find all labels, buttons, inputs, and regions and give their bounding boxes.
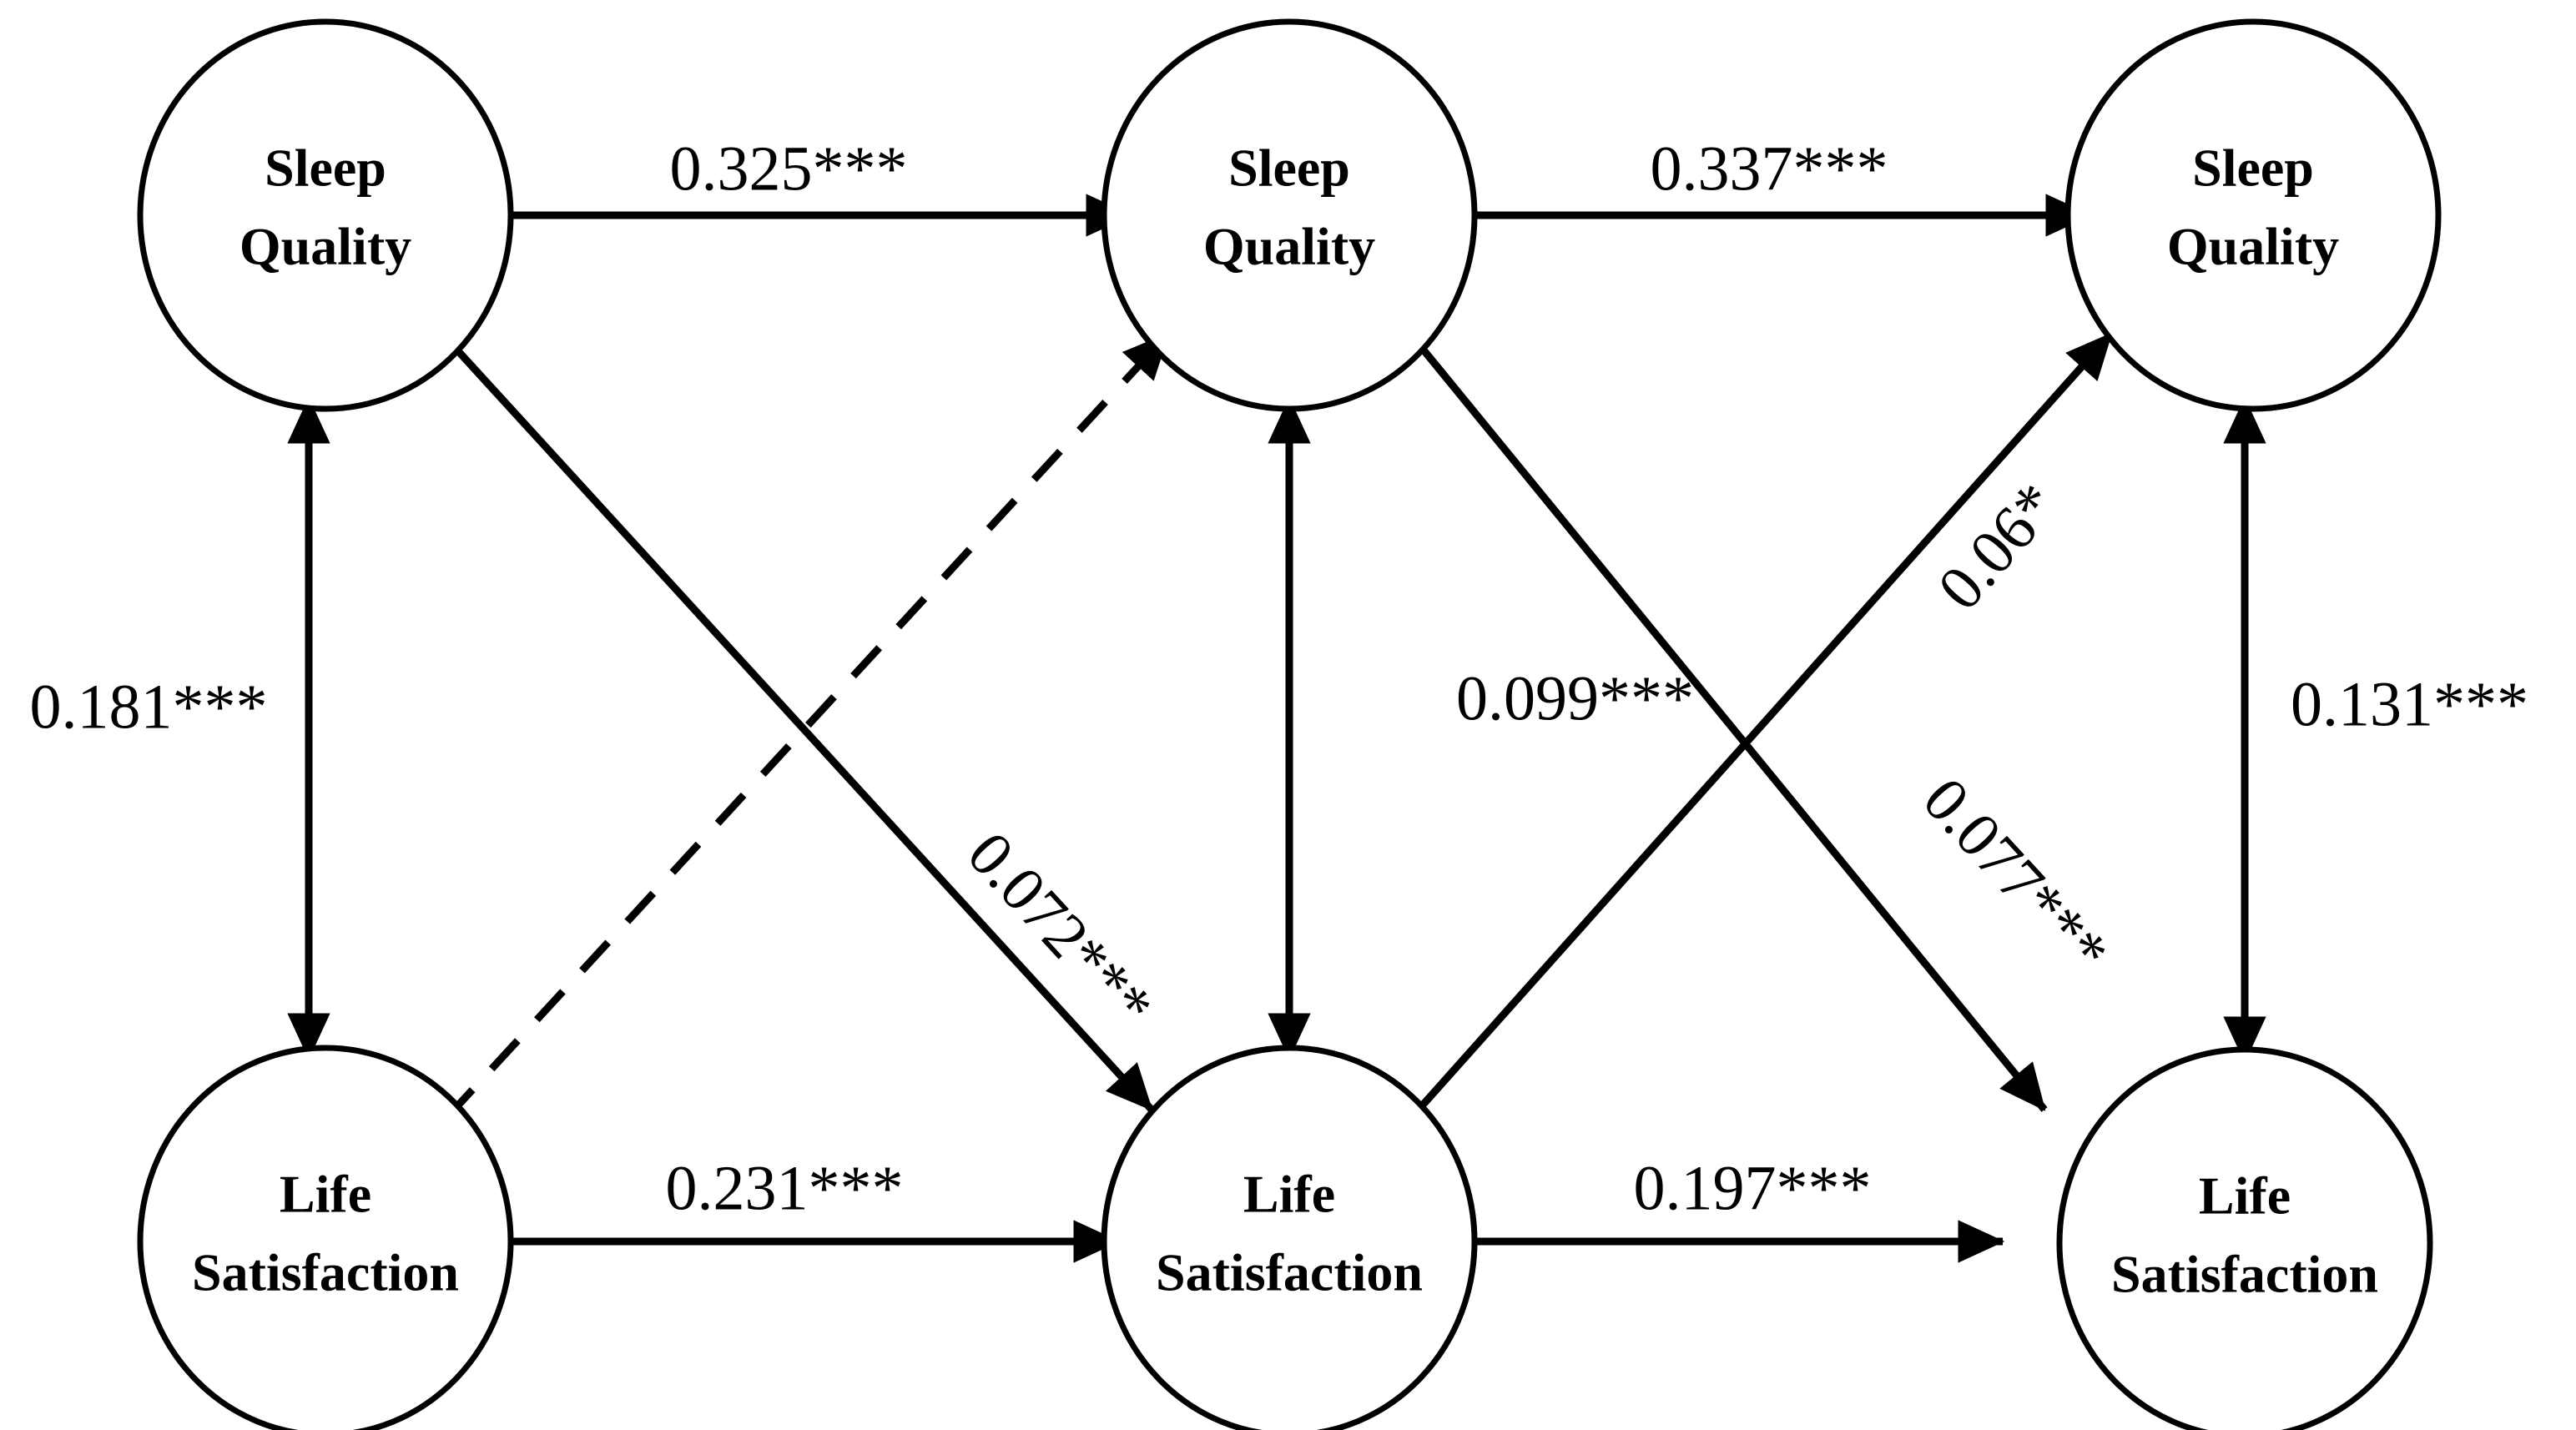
edge-label-ls-t1-to-ls-t2: 0.231*** (666, 1153, 904, 1223)
node-label-line2: Satisfaction (192, 1243, 459, 1302)
node-life-satisfaction-t3[interactable]: Life Satisfaction (2056, 1046, 2433, 1430)
edge-label-ls-t2-to-ls-t3: 0.197*** (1634, 1153, 1872, 1223)
node-label-line2: Quality (1203, 217, 1375, 276)
node-label-line2: Quality (2167, 217, 2339, 276)
edge-sq-t1-to-ls-t2 (439, 330, 1155, 1113)
edge-label-sq-t3-corr-ls-t3: 0.131*** (2291, 669, 2528, 739)
node-sleep-quality-t1[interactable]: Sleep Quality (137, 18, 514, 412)
node-label-line1: Life (2199, 1166, 2291, 1226)
edge-label-sq-t2-to-sq-t3: 0.337*** (1651, 133, 1888, 204)
node-label-line2: Quality (239, 217, 411, 276)
node-ellipse (2056, 1046, 2433, 1430)
node-label-line1: Sleep (265, 138, 386, 198)
node-ellipse (2064, 18, 2442, 412)
node-label-line1: Life (280, 1165, 371, 1224)
edge-label-ls-t2-to-sq-t3: 0.06* (1924, 470, 2071, 623)
node-label-line1: Sleep (1228, 138, 1350, 198)
edge-label-sq-t2-corr-ls-t2: 0.099*** (1456, 663, 1694, 733)
edge-sq-t2-to-ls-t3 (1407, 331, 2048, 1112)
node-label-line1: Life (1243, 1165, 1335, 1224)
node-ellipse (137, 18, 514, 412)
node-label-line2: Satisfaction (1156, 1243, 1423, 1302)
edge-ls-t2-to-sq-t3 (1415, 331, 2115, 1112)
node-ellipse (1101, 18, 1478, 412)
node-label-line2: Satisfaction (2111, 1245, 2378, 1304)
node-life-satisfaction-t1[interactable]: Life Satisfaction (137, 1045, 514, 1430)
edge-ls-t1-to-sq-t2-dashed (443, 330, 1172, 1121)
node-ellipse (1101, 1045, 1478, 1430)
node-sleep-quality-t3[interactable]: Sleep Quality (2064, 18, 2442, 412)
node-label-line1: Sleep (2192, 138, 2314, 198)
edge-label-sq-t1-to-sq-t2: 0.325*** (670, 133, 908, 204)
node-sleep-quality-t2[interactable]: Sleep Quality (1101, 18, 1478, 412)
node-life-satisfaction-t2[interactable]: Life Satisfaction (1101, 1045, 1478, 1430)
node-ellipse (137, 1045, 514, 1430)
edge-label-sq-t1-corr-ls-t1: 0.181*** (30, 672, 268, 742)
edge-label-sq-t2-to-ls-t3: 0.077*** (1909, 764, 2121, 987)
